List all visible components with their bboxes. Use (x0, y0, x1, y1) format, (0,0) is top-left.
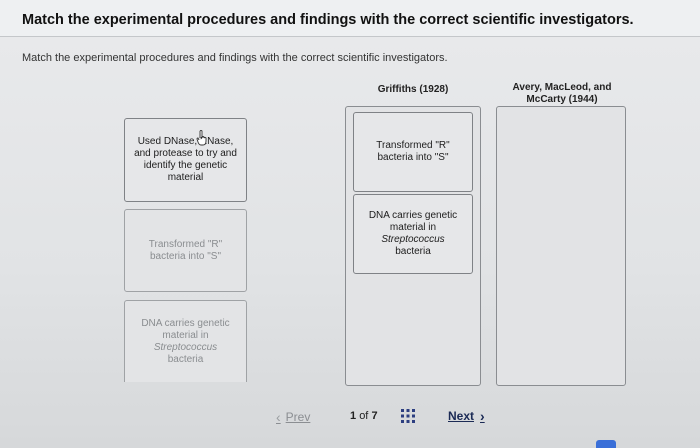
page-title: Match the experimental procedures and fi… (22, 12, 634, 28)
card-text-line: material in (162, 329, 209, 341)
placed-card-dna-carries[interactable]: DNA carries genetic material in Streptoc… (353, 194, 473, 274)
page-indicator: 1 of 7 (350, 410, 378, 422)
answer-card-label: DNA carries genetic material in Streptoc… (369, 210, 457, 258)
avery-heading: Avery, MacLeod, and McCarty (1944) (497, 82, 627, 106)
accent-tab (596, 440, 616, 448)
card-text-line: bacteria (167, 353, 204, 365)
chevron-left-icon: ‹ (276, 409, 281, 425)
prev-button[interactable]: ‹ Prev (276, 409, 310, 425)
griffiths-heading: Griffiths (1928) (377, 84, 449, 95)
answer-card-label: Transformed "R" bacteria into "S" (148, 238, 223, 262)
card-text-italic: Streptococcus (153, 341, 218, 353)
total-pages: 7 (371, 410, 378, 422)
answer-card-label: DNA carries genetic material in Streptoc… (141, 318, 229, 366)
avery-heading-line2: McCarty (1944) (526, 94, 598, 105)
answer-card-placeholder-dna-carries: DNA carries genetic material in Streptoc… (124, 300, 247, 382)
avery-heading-line1: Avery, MacLeod, and (512, 82, 612, 93)
card-text-line: DNA carries genetic (368, 210, 458, 221)
card-text-line: DNA carries genetic (141, 317, 230, 329)
answer-card-dnase-rnase[interactable]: Used DNase, RNase, and protease to try a… (124, 118, 247, 202)
card-text-line: material in (389, 222, 437, 233)
grid-icon[interactable] (401, 409, 415, 423)
instructions-text: Match the experimental procedures and fi… (22, 52, 448, 64)
next-label: Next (448, 409, 475, 423)
question-header: Match the experimental procedures and fi… (0, 0, 700, 37)
card-text-line: bacteria (395, 246, 431, 257)
pagination-bar: ‹ Prev 1 of 7 Next › (0, 400, 700, 430)
card-text-italic: Streptococcus (381, 234, 445, 245)
chevron-right-icon: › (480, 408, 485, 424)
answer-card-placeholder-transformed: Transformed "R" bacteria into "S" (124, 209, 247, 292)
prev-label: Prev (285, 410, 311, 424)
of-label: of (359, 410, 369, 422)
next-button[interactable]: Next › (448, 408, 485, 424)
answer-card-label: Used DNase, RNase, and protease to try a… (134, 136, 237, 183)
avery-drop-zone[interactable] (496, 106, 626, 386)
placed-card-transformed[interactable]: Transformed "R" bacteria into "S" (353, 112, 473, 192)
hand-cursor-icon (196, 130, 207, 146)
answer-card-label: Transformed "R" bacteria into "S" (376, 140, 450, 163)
current-page: 1 (350, 410, 357, 422)
